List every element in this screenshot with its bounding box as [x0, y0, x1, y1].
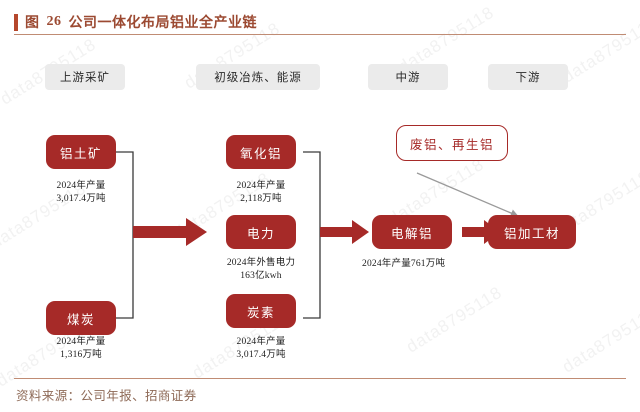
node-caption-bauxite: 2024年产量 3,017.4万吨: [56, 181, 106, 204]
node-label: 电解铝: [390, 226, 433, 241]
node-electrolytic-aluminum: 电解铝: [372, 215, 452, 249]
node-scrap-recycled-aluminum: 废铝、再生铝: [396, 125, 508, 161]
figure-number: 26: [46, 14, 62, 29]
node-caption-electrolytic-aluminum: 2024年产量761万吨: [362, 259, 446, 269]
stage-chip-label: 初级冶炼、能源: [214, 72, 302, 84]
title-accent-bar: [14, 13, 18, 31]
node-bauxite: 铝土矿: [46, 135, 116, 169]
node-label: 炭素: [246, 305, 275, 320]
stage-chip-label: 上游采矿: [60, 72, 110, 84]
figure-title-row: 图 26 公司一体化布局铝业全产业链: [14, 10, 626, 34]
source-note: 资料来源：公司年报、招商证券: [16, 389, 197, 403]
node-electricity: 电力: [226, 215, 296, 249]
node-label: 电力: [246, 226, 275, 241]
node-coal: 煤炭: [46, 301, 116, 335]
node-label: 铝加工材: [503, 226, 560, 241]
node-label: 氧化铝: [239, 146, 282, 161]
footer-divider: [14, 378, 626, 379]
node-caption-alumina: 2024年产量 2,118万吨: [236, 181, 286, 204]
node-caption-electricity: 2024年外售电力 163亿kwh: [226, 258, 296, 281]
node-caption-carbon: 2024年产量 3,017.4万吨: [236, 337, 286, 360]
figure-label: 图: [25, 16, 40, 31]
node-label: 铝土矿: [59, 146, 102, 161]
node-alumina: 氧化铝: [226, 135, 296, 169]
node-label: 煤炭: [66, 312, 95, 327]
stage-chip-upstream-mining: 上游采矿: [45, 64, 125, 90]
page-title: 公司一体化布局铝业全产业链: [68, 16, 257, 31]
node-caption-coal: 2024年产量 1,316万吨: [56, 337, 106, 360]
node-label: 废铝、再生铝: [409, 137, 494, 152]
stage-chip-primary-smelting-energy: 初级冶炼、能源: [196, 64, 320, 90]
stage-chip-downstream: 下游: [488, 64, 568, 90]
stage-chip-midstream: 中游: [368, 64, 448, 90]
stage-chip-label: 中游: [395, 72, 421, 84]
node-carbon: 炭素: [226, 294, 296, 328]
title-divider: [14, 34, 626, 35]
node-aluminum-processed-material: 铝加工材: [488, 215, 576, 249]
stage-chip-label: 下游: [515, 72, 541, 84]
